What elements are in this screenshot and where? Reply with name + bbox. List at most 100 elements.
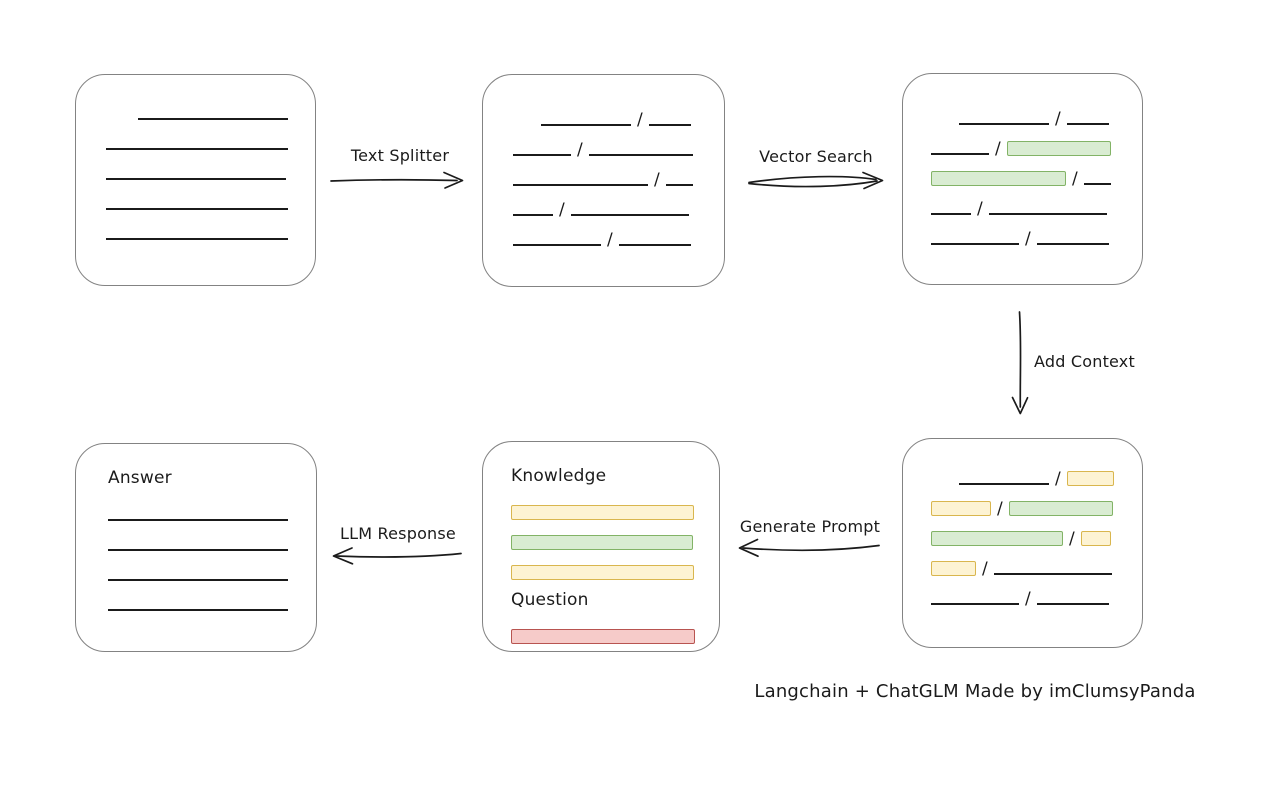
split-text-row: / (513, 187, 724, 220)
green-chunk (931, 531, 1063, 546)
slash-separator: / (607, 230, 613, 250)
red-chunk (511, 629, 695, 644)
text-line (513, 244, 601, 246)
answer-row (108, 582, 316, 612)
text-line (513, 154, 571, 156)
context-added-row: / (931, 576, 1142, 609)
green-chunk (1006, 141, 1111, 156)
vector-matched-row: / (931, 126, 1142, 159)
green-chunk (931, 171, 1066, 186)
context-added-row: / (931, 546, 1142, 579)
split-text-row: / (513, 97, 724, 130)
text-line (988, 213, 1107, 215)
knowledge-label: Knowledge (511, 466, 607, 486)
slash-separator: / (982, 559, 988, 579)
yellow-chunk (511, 505, 694, 520)
source-document-box (75, 74, 316, 286)
text-line (513, 184, 648, 186)
slash-separator: / (577, 140, 583, 160)
text-line (106, 238, 288, 240)
source-document-row (106, 91, 315, 121)
context-added-row: / (931, 516, 1142, 549)
vector-matched-row: / (931, 216, 1142, 249)
text-line (108, 579, 288, 581)
text-line (570, 214, 689, 216)
slash-separator: / (1055, 109, 1061, 129)
vector-matched-box: / / / / / (902, 73, 1143, 285)
yellow-chunk (931, 561, 976, 576)
text-line (1036, 603, 1109, 605)
question-label: Question (511, 590, 589, 610)
answer-row (108, 552, 316, 582)
text-line (618, 244, 691, 246)
split-text-box: / / / / / (482, 74, 725, 287)
text-line (959, 483, 1049, 485)
prompt-row (511, 520, 719, 550)
yellow-chunk (1080, 531, 1111, 546)
text-line (1083, 183, 1111, 185)
text-line (1066, 123, 1109, 125)
yellow-chunk (931, 501, 991, 516)
green-chunk (511, 535, 693, 550)
green-chunk (1008, 501, 1113, 516)
vector-matched-row: / (931, 96, 1142, 129)
llm-response-arrow (332, 547, 462, 565)
answer-box: Answer (75, 443, 317, 652)
text-line (513, 214, 553, 216)
text-line (108, 609, 288, 611)
split-text-row: / (513, 127, 724, 160)
text-splitter-arrow (330, 171, 464, 189)
slash-separator: / (1069, 529, 1075, 549)
prompt-row (511, 550, 719, 580)
answer-row (108, 492, 316, 522)
text-line (648, 124, 691, 126)
context-added-box: / / / / / (902, 438, 1143, 648)
source-document-row (106, 211, 315, 241)
text-line (541, 124, 631, 126)
text-line (665, 184, 693, 186)
footer-credit: Langchain + ChatGLM Made by imClumsyPand… (754, 681, 1196, 702)
text-line (588, 154, 693, 156)
text-line (138, 118, 288, 120)
generate-prompt-arrow (738, 538, 880, 558)
text-line (959, 123, 1049, 125)
slash-separator: / (654, 170, 660, 190)
vector-search-label: Vector Search (759, 147, 873, 166)
split-text-row: / (513, 217, 724, 250)
yellow-chunk (511, 565, 694, 580)
slash-separator: / (977, 199, 983, 219)
prompt-row (511, 614, 719, 644)
text-line (931, 243, 1019, 245)
split-text-row: / (513, 157, 724, 190)
text-line (931, 603, 1019, 605)
slash-separator: / (1025, 589, 1031, 609)
slash-separator: / (995, 139, 1001, 159)
slash-separator: / (637, 110, 643, 130)
prompt-row (511, 490, 719, 520)
text-line (1036, 243, 1109, 245)
llm-response-label: LLM Response (340, 524, 456, 543)
vector-matched-row: / (931, 156, 1142, 189)
slash-separator: / (1055, 469, 1061, 489)
generate-prompt-label: Generate Prompt (739, 517, 881, 536)
add-context-label: Add Context (1034, 352, 1135, 371)
text-line (108, 549, 288, 551)
add-context-arrow (1011, 311, 1029, 415)
text-line (106, 178, 286, 180)
source-document-row (106, 121, 315, 151)
slash-separator: / (1025, 229, 1031, 249)
text-line (106, 208, 288, 210)
text-line (931, 213, 971, 215)
vector-search-arrow (748, 171, 884, 190)
text-splitter-label: Text Splitter (350, 146, 450, 165)
slash-separator: / (559, 200, 565, 220)
slash-separator: / (997, 499, 1003, 519)
context-added-row: / (931, 456, 1142, 489)
slash-separator: / (1072, 169, 1078, 189)
answer-label: Answer (108, 468, 172, 488)
source-document-row (106, 181, 315, 211)
text-line (108, 519, 288, 521)
context-added-row: / (931, 486, 1142, 519)
